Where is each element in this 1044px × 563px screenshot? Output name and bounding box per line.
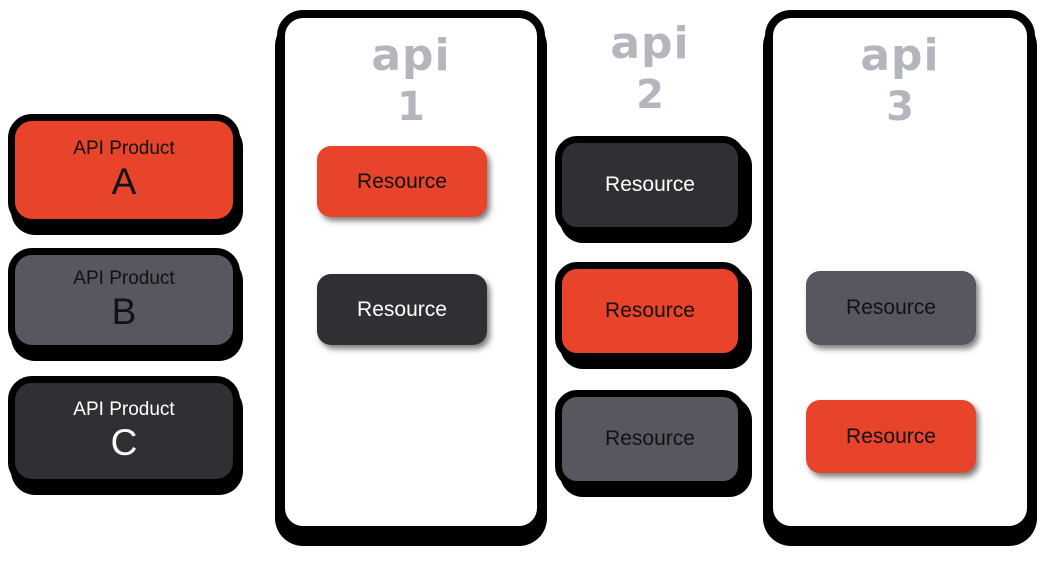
api-product-letter: A	[111, 161, 137, 202]
api-3-resource-gray: Resource	[806, 271, 976, 345]
api-product-label: API Product	[73, 268, 175, 289]
resource-label: Resource	[605, 299, 695, 322]
api-3-label: api 3	[773, 30, 1027, 132]
resource-label: Resource	[357, 169, 447, 193]
api-product-label: API Product	[73, 138, 175, 159]
api-product-letter: B	[111, 291, 137, 332]
api-product-label: API Product	[73, 399, 175, 420]
api-1-label: api 1	[285, 30, 537, 132]
api-product-letter: C	[110, 422, 138, 463]
api-2-resource-gray: Resource	[555, 390, 745, 488]
api-1-resource-dark: Resource	[317, 274, 487, 345]
resource-label: Resource	[605, 173, 695, 196]
resource-label: Resource	[846, 296, 936, 319]
api-2-group: api 2 Resource Resource Resource	[555, 14, 745, 554]
api-product-c-box: API Product C	[8, 376, 240, 486]
api-1-resource-red: Resource	[317, 146, 487, 217]
api-number: 1	[397, 84, 425, 130]
api-name: api	[610, 18, 690, 69]
api-name: api	[371, 30, 451, 81]
api-product-a-box: API Product A	[8, 114, 240, 226]
api-2-label: api 2	[555, 18, 745, 120]
api-name: api	[860, 30, 940, 81]
resource-label: Resource	[846, 424, 936, 448]
api-number: 2	[636, 72, 664, 118]
api-number: 3	[886, 84, 914, 130]
api-2-resource-dark: Resource	[555, 136, 745, 234]
api-2-resource-red: Resource	[555, 262, 745, 360]
api-1-container: api 1 Resource Resource	[277, 10, 545, 534]
resource-label: Resource	[357, 297, 447, 321]
resource-label: Resource	[605, 427, 695, 450]
api-3-resource-red: Resource	[806, 400, 976, 473]
api-3-container: api 3 Resource Resource	[765, 10, 1035, 534]
api-product-b-box: API Product B	[8, 248, 240, 352]
